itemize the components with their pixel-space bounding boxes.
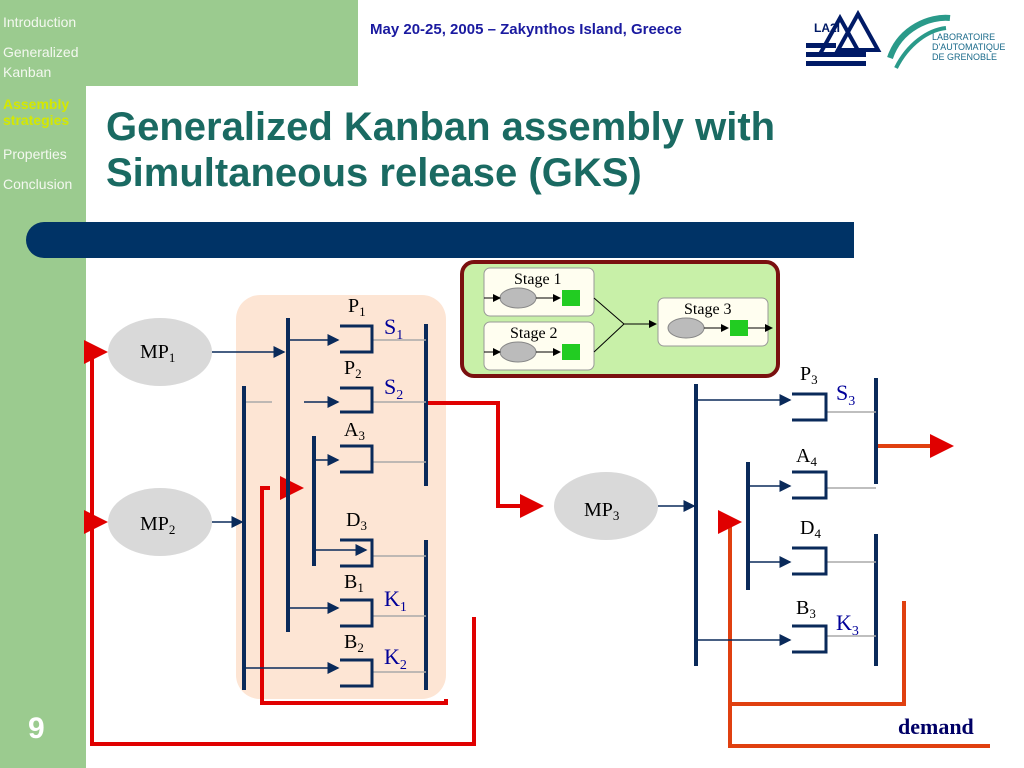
legend-stage2-place [499, 341, 537, 363]
kanban-return-lines [84, 340, 990, 748]
slide-title: Generalized Kanban assembly with Simulta… [106, 104, 926, 196]
nav-item-generalized-kanban[interactable]: Generalized Kanban [3, 44, 79, 80]
buffer-d3 [340, 538, 374, 568]
label-p1: P1 [348, 295, 366, 319]
internal-arcs [246, 334, 876, 674]
la2i-logo: LA2I [806, 9, 882, 66]
label-s3: S3 [836, 380, 855, 409]
legend-stage1-kanban [562, 290, 580, 306]
kanban-k2-return [260, 486, 448, 705]
lag-logo-line1: LABORATOIRE [932, 32, 995, 42]
buffer-a4 [792, 470, 828, 500]
label-d4: D4 [800, 517, 821, 541]
lag-logo: LABORATOIRE D'AUTOMATIQUE DE GRENOBLE [887, 14, 1005, 69]
stage-group-background [236, 295, 446, 699]
buffer-d4 [792, 546, 828, 576]
label-k2: K2 [384, 644, 407, 673]
legend-stage2-kanban [562, 344, 580, 360]
buffer-a3 [340, 444, 374, 474]
label-s2: S2 [384, 374, 403, 403]
transitions-stage3 [694, 378, 878, 666]
sidebar [0, 0, 86, 768]
label-b1: B1 [344, 571, 364, 595]
place-mp1: MP1 [108, 318, 212, 386]
demand-label: demand [898, 714, 974, 739]
legend-stage3-place [667, 317, 705, 339]
label-k3: K3 [836, 610, 859, 639]
conference-title: May 20-25, 2005 – Zakynthos Island, Gree… [370, 21, 682, 38]
title-underline-bar [26, 222, 854, 258]
flow-arrows [212, 346, 696, 528]
label-a3: A3 [344, 419, 365, 443]
logos: LA2I LABORATOIRE D'AUTOMATIQUE DE GRENOB… [800, 8, 1024, 76]
kanban-k1-return [84, 340, 476, 746]
stage-legend: Stage 1 Stage 2 Stage 3 [460, 260, 780, 378]
legend-stage1-label: Stage 1 [514, 271, 562, 288]
nav-item-properties[interactable]: Properties [3, 146, 67, 162]
buffer-p2 [340, 386, 374, 414]
lag-logo-line3: DE GRENOBLE [932, 52, 997, 62]
label-b3: B3 [796, 597, 816, 621]
slide-title-line2: Simultaneous release (GKS) [106, 151, 642, 195]
mp1-label: MP1 [140, 341, 175, 365]
place-mp2: MP2 [108, 488, 212, 556]
label-s1: S1 [384, 314, 403, 343]
buffer-b3 [792, 624, 828, 654]
label-p2: P2 [344, 357, 362, 381]
nav-item-assembly-strategies[interactable]: Assembly strategies [3, 96, 70, 128]
place-mp3: MP3 [554, 472, 658, 540]
mp3-label: MP3 [584, 499, 619, 523]
legend-stage1-place [499, 287, 537, 309]
nav-item-conclusion[interactable]: Conclusion [3, 176, 73, 192]
buffer-b2 [340, 658, 374, 688]
label-a4: A4 [796, 445, 817, 469]
nav-item-introduction[interactable]: Introduction [3, 14, 77, 30]
header-band [0, 0, 358, 86]
label-d3: D3 [346, 509, 367, 533]
kanban-k3-feed [718, 510, 742, 704]
slide-title-line1: Generalized Kanban assembly with [106, 105, 776, 149]
buffer-brackets [340, 324, 828, 688]
s2-to-mp3-red [426, 401, 544, 518]
label-p3: P3 [800, 363, 818, 387]
buffer-p3 [792, 392, 828, 422]
mp2-label: MP2 [140, 513, 175, 537]
lag-logo-line2: D'AUTOMATIQUE [932, 42, 1005, 52]
label-k1: K1 [384, 586, 407, 615]
slide-number: 9 [28, 712, 45, 745]
legend-stage3-kanban [730, 320, 748, 336]
legend-stage2-label: Stage 2 [510, 325, 558, 342]
buffer-p1 [340, 324, 374, 354]
transitions-stage12 [242, 318, 428, 690]
legend-stage3-label: Stage 3 [684, 301, 732, 318]
label-b2: B2 [344, 631, 364, 655]
buffer-b1 [340, 598, 374, 628]
